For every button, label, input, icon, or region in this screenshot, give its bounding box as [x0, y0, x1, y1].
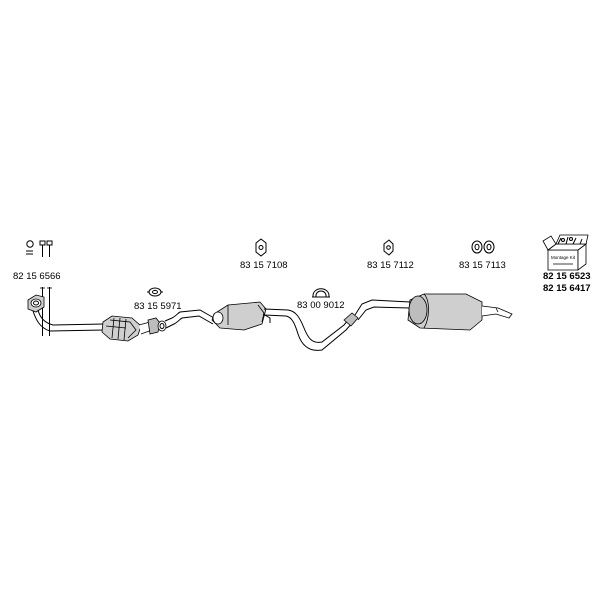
- rear-pipe: [263, 308, 359, 351]
- part-number-82-15-6417: 82 15 6417: [543, 283, 591, 294]
- part-number-82-15-6566: 82 15 6566: [13, 271, 61, 282]
- gasket-ring-icon: [147, 287, 163, 297]
- intermediate-flange: [147, 317, 167, 335]
- part-number-83-15-5971: 83 15 5971: [134, 301, 182, 312]
- rubber-hanger-icon: [255, 238, 267, 257]
- rear-silencer-pipe: [354, 299, 411, 321]
- catalytic-converter: [101, 315, 153, 342]
- part-number-83-15-7113: 83 15 7113: [459, 260, 506, 271]
- part-number-83-00-9012: 83 00 9012: [297, 300, 345, 311]
- part-number-83-15-7108: 83 15 7108: [240, 260, 288, 271]
- part-number-83-15-7112: 83 15 7112: [367, 260, 414, 271]
- rubber-ring-pair-icon: [471, 240, 495, 254]
- rear-silencer: [407, 293, 513, 331]
- clamp-icon: [312, 288, 330, 298]
- stud-bolts: [40, 287, 52, 336]
- intermediate-pipe: [164, 309, 215, 329]
- front-pipe: [32, 309, 105, 332]
- bolt-set-icon: [26, 240, 53, 257]
- kit-box-label: Montage Kit: [551, 255, 576, 260]
- part-number-82-15-6523: 82 15 6523: [543, 271, 591, 282]
- center-silencer: [211, 301, 271, 331]
- rubber-hanger-icon: [383, 239, 394, 256]
- mounting-kit-box-icon: Montage Kit: [542, 234, 589, 271]
- front-pipe-flange: [27, 294, 45, 313]
